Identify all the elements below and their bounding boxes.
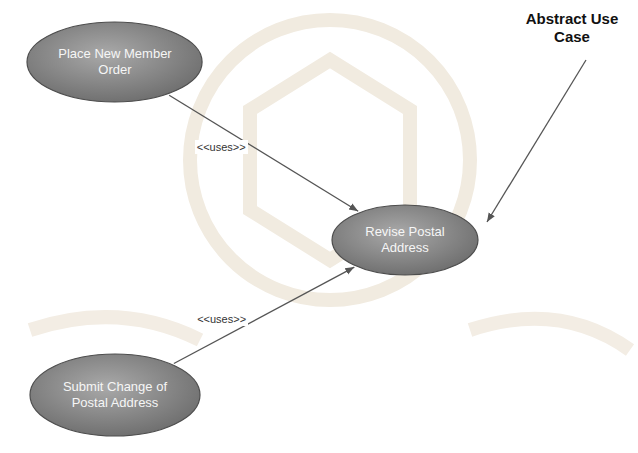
callout-leader bbox=[487, 60, 586, 222]
ellipse-shape bbox=[27, 22, 202, 102]
ellipse-shape bbox=[30, 354, 200, 436]
stereotype-label: <<uses>> bbox=[195, 140, 248, 154]
stereotype-label: <<uses>> bbox=[195, 312, 248, 326]
use-case-ellipse: Submit Change of Postal Address bbox=[29, 353, 201, 437]
uses-arrow bbox=[169, 95, 358, 211]
use-case-ellipse: Place New Member Order bbox=[26, 21, 203, 103]
watermark-stroke bbox=[30, 317, 200, 340]
watermark-stroke bbox=[470, 319, 630, 350]
use-case-name: Submit Change of Postal Address bbox=[49, 379, 181, 411]
watermark-logo bbox=[30, 20, 630, 350]
callout-label: Abstract Use Case bbox=[520, 10, 624, 46]
ellipse-shape bbox=[332, 205, 478, 275]
use-case-name: Revise Postal Address bbox=[353, 224, 457, 256]
uses-arrow bbox=[174, 267, 354, 363]
use-case-ellipse: Revise Postal Address bbox=[331, 204, 479, 276]
use-case-name: Place New Member Order bbox=[49, 46, 181, 78]
